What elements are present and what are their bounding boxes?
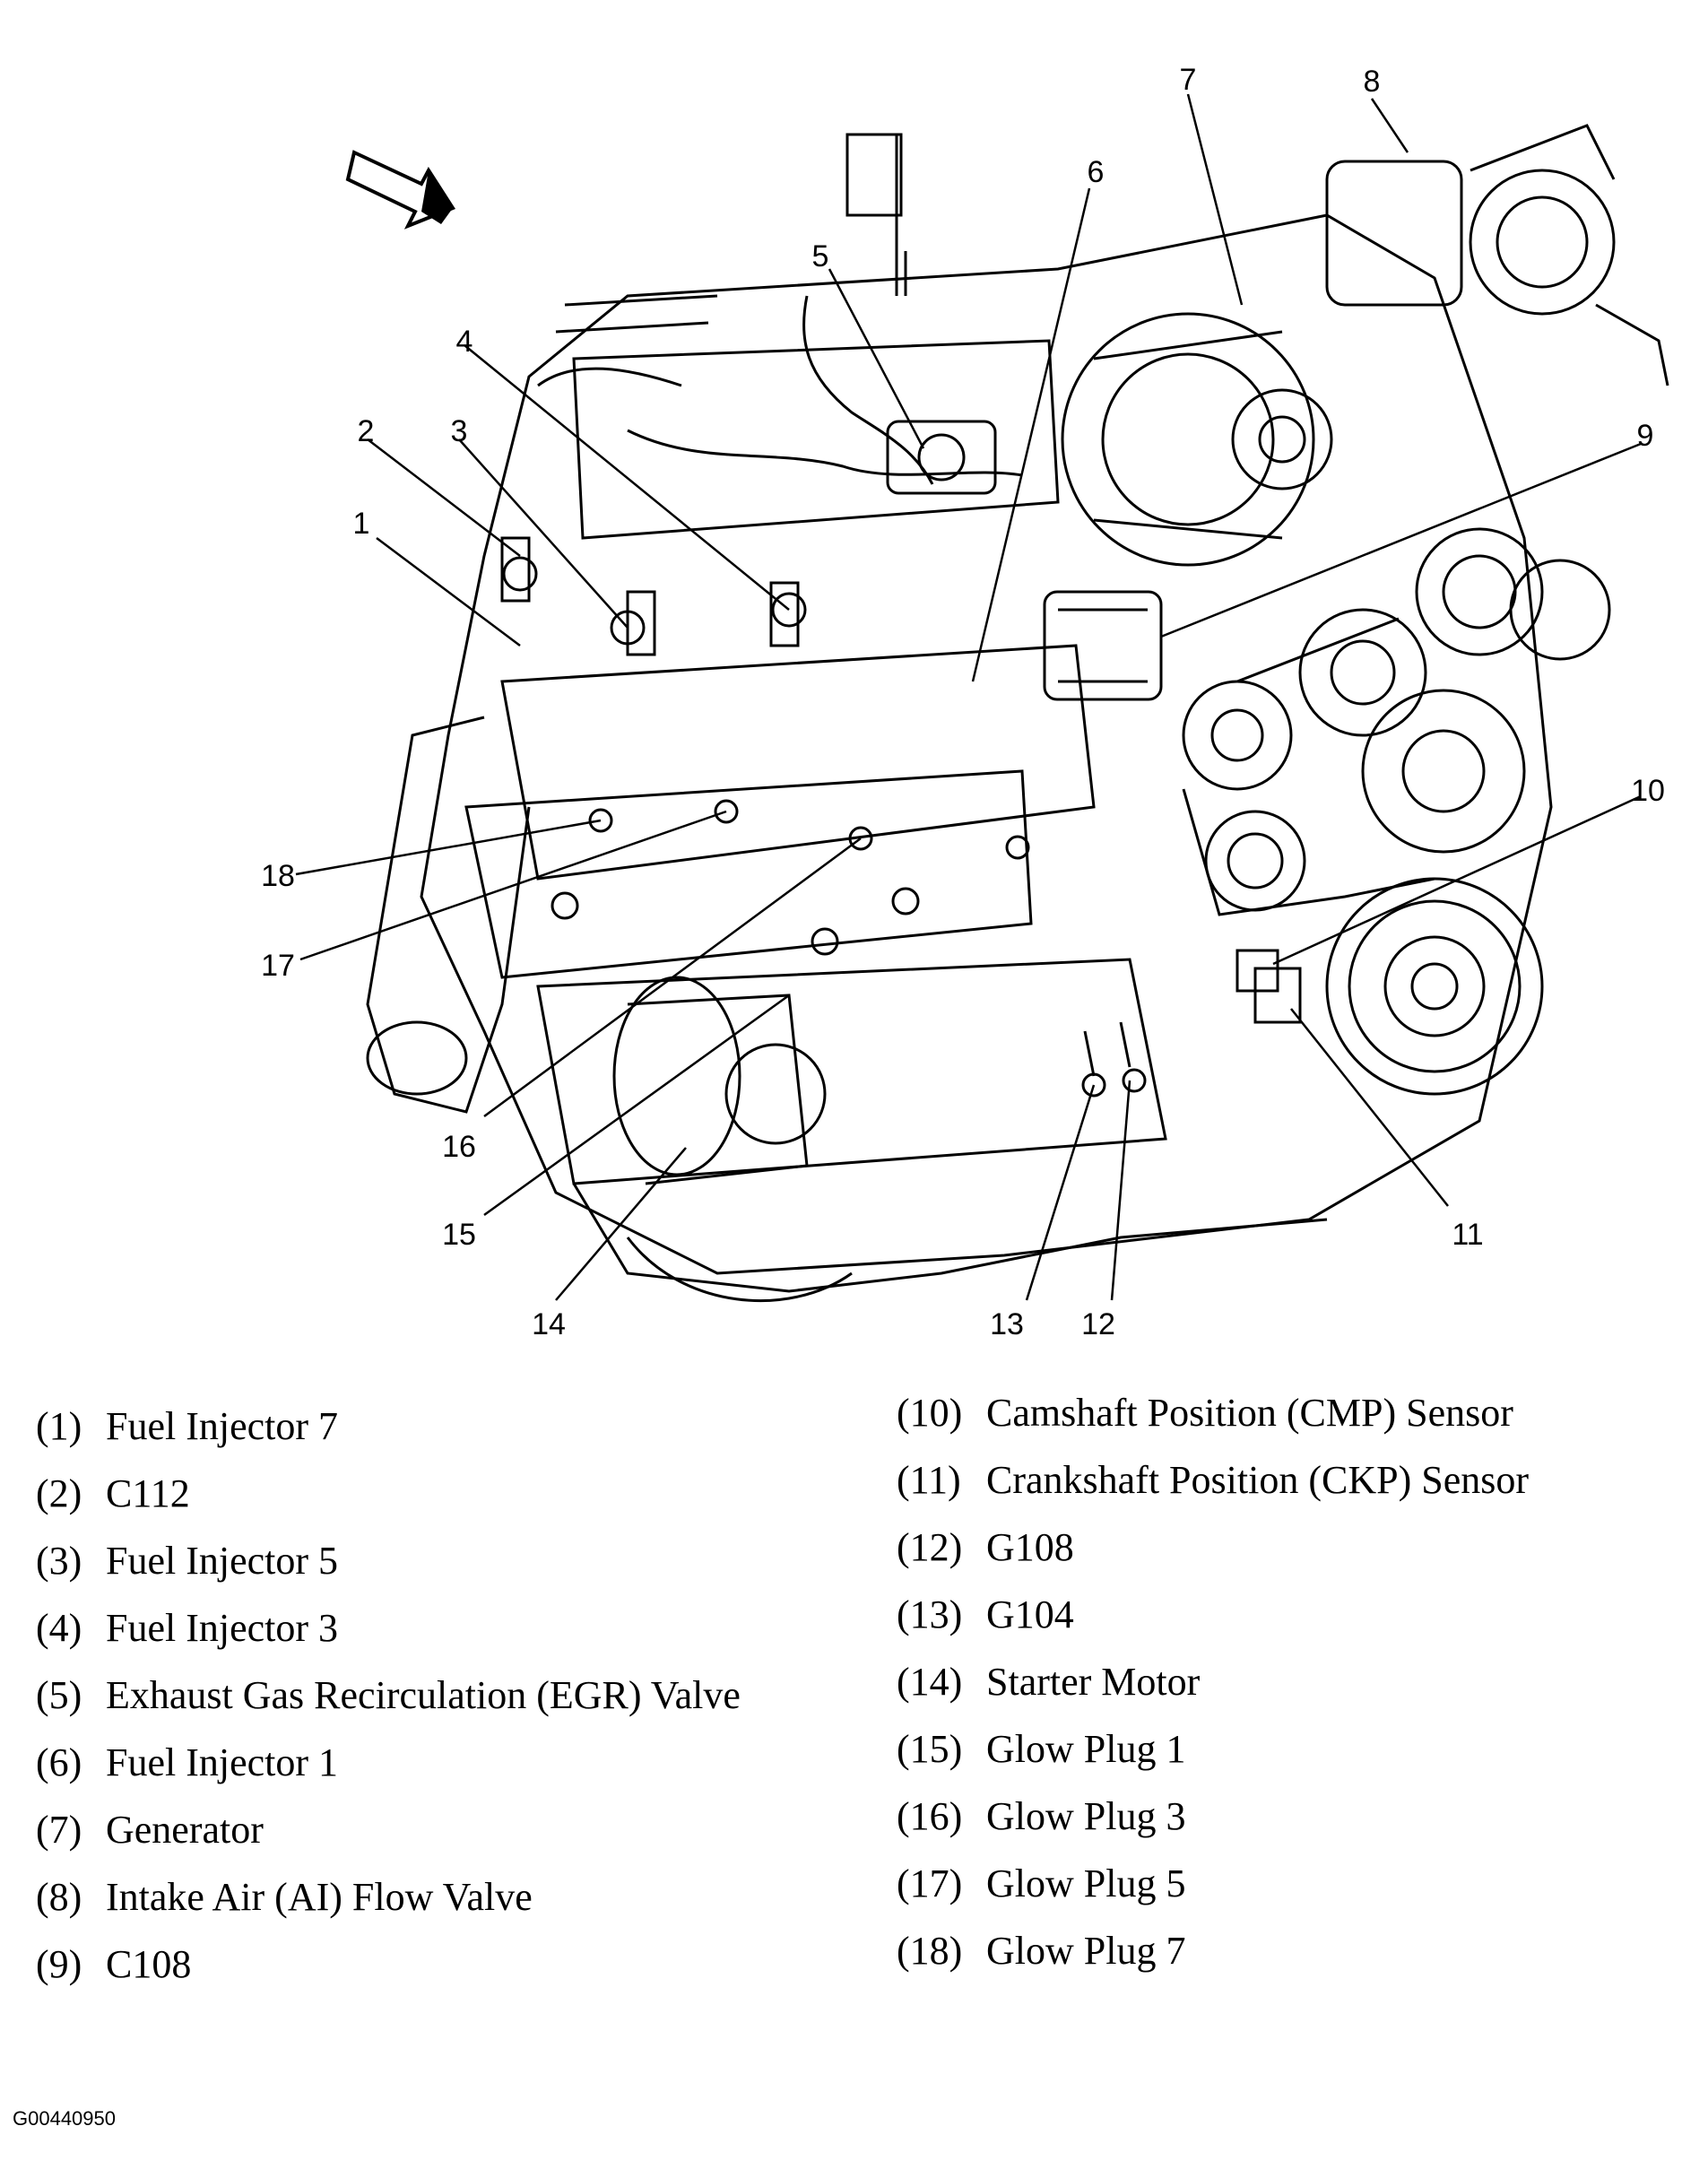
callout-11: 11 [1452, 1218, 1483, 1252]
legend-item: (13) G104 [897, 1592, 1529, 1659]
legend-num: (3) [36, 1539, 82, 1583]
legend-item: (3) Fuel Injector 5 [36, 1538, 741, 1605]
legend-num: (5) [36, 1673, 82, 1717]
legend-item: (1) Fuel Injector 7 [36, 1403, 741, 1471]
legend-item: (14) Starter Motor [897, 1659, 1529, 1726]
legend-text: Starter Motor [986, 1660, 1201, 1704]
callout-13: 13 [990, 1307, 1024, 1341]
legend-item: (15) Glow Plug 1 [897, 1726, 1529, 1793]
engine-diagram: 1 2 3 4 5 6 7 8 9 10 11 12 13 14 15 16 1… [261, 63, 1669, 1341]
legend-text: Fuel Injector 7 [106, 1404, 339, 1448]
callouts: 1 2 3 4 5 6 7 8 9 10 11 12 13 14 15 16 1… [261, 63, 1665, 1341]
legend-text: Fuel Injector 1 [106, 1740, 339, 1784]
callout-2: 2 [358, 414, 375, 448]
callout-7: 7 [1180, 63, 1197, 97]
legend-item: (5) Exhaust Gas Recirculation (EGR) Valve [36, 1672, 741, 1740]
legend-item: (17) Glow Plug 5 [897, 1861, 1529, 1928]
callout-4: 4 [456, 325, 473, 359]
engine-illustration [366, 124, 1669, 1303]
legend-num: (14) [897, 1660, 963, 1704]
legend-text: Camshaft Position (CMP) Sensor [986, 1391, 1513, 1435]
callout-12: 12 [1081, 1307, 1115, 1341]
legend-num: (2) [36, 1471, 82, 1515]
callout-14: 14 [532, 1307, 566, 1341]
legend-item: (18) Glow Plug 7 [897, 1928, 1529, 1995]
callout-9: 9 [1637, 419, 1654, 453]
figure-id: G00440950 [13, 2107, 116, 2130]
legend-text: Exhaust Gas Recirculation (EGR) Valve [106, 1673, 741, 1717]
legend-item: (16) Glow Plug 3 [897, 1793, 1529, 1861]
callout-1: 1 [353, 507, 370, 541]
legend-num: (11) [897, 1458, 961, 1502]
legend-item: (4) Fuel Injector 3 [36, 1605, 741, 1672]
callout-18: 18 [261, 859, 295, 893]
legend-num: (15) [897, 1727, 963, 1771]
callout-3: 3 [451, 414, 468, 448]
legend-text: C108 [106, 1942, 192, 1986]
legend-text: Glow Plug 7 [986, 1929, 1186, 1973]
legend-num: (1) [36, 1404, 82, 1448]
legend-num: (12) [897, 1525, 963, 1569]
legend-text: C112 [106, 1471, 190, 1515]
callout-10: 10 [1631, 774, 1665, 808]
legend-num: (18) [897, 1929, 963, 1973]
legend-item: (10) Camshaft Position (CMP) Sensor [897, 1390, 1529, 1457]
legend-item: (11) Crankshaft Position (CKP) Sensor [897, 1457, 1529, 1524]
legend-text: Crankshaft Position (CKP) Sensor [986, 1458, 1529, 1502]
legend-text: G108 [986, 1525, 1074, 1569]
legend-item: (6) Fuel Injector 1 [36, 1740, 741, 1807]
legend-num: (7) [36, 1808, 82, 1852]
legend-item: (7) Generator [36, 1807, 741, 1874]
legend-text: Generator [106, 1808, 264, 1852]
legend-num: (16) [897, 1794, 963, 1838]
legend-num: (17) [897, 1862, 963, 1905]
legend-left-column: (1) Fuel Injector 7 (2) C112 (3) Fuel Injec… [36, 1403, 741, 2009]
legend-item: (8) Intake Air (AI) Flow Valve [36, 1874, 741, 1941]
legend-item: (12) G108 [897, 1524, 1529, 1592]
legend-num: (13) [897, 1593, 963, 1636]
legend-text: Fuel Injector 3 [106, 1606, 339, 1650]
legend-num: (10) [897, 1391, 963, 1435]
legend-num: (9) [36, 1942, 82, 1986]
callout-8: 8 [1364, 65, 1381, 99]
callout-17: 17 [261, 949, 295, 983]
callout-5: 5 [812, 239, 829, 273]
legend-right-column: (10) Camshaft Position (CMP) Sensor (11) C… [897, 1390, 1529, 1995]
legend-text: G104 [986, 1593, 1074, 1636]
callout-15: 15 [442, 1218, 476, 1252]
legend-num: (6) [36, 1740, 82, 1784]
legend-text: Fuel Injector 5 [106, 1539, 339, 1583]
legend-item: (2) C112 [36, 1471, 741, 1538]
legend-item: (9) C108 [36, 1941, 741, 2009]
leader-lines [295, 93, 1642, 1301]
legend-num: (4) [36, 1606, 82, 1650]
legend-text: Glow Plug 3 [986, 1794, 1186, 1838]
callout-16: 16 [442, 1130, 476, 1164]
legend-text: Glow Plug 1 [986, 1727, 1186, 1771]
legend-num: (8) [36, 1875, 82, 1919]
legend-text: Glow Plug 5 [986, 1862, 1186, 1905]
direction-arrow-icon [345, 150, 455, 230]
callout-6: 6 [1088, 155, 1105, 189]
legend-text: Intake Air (AI) Flow Valve [106, 1875, 533, 1919]
